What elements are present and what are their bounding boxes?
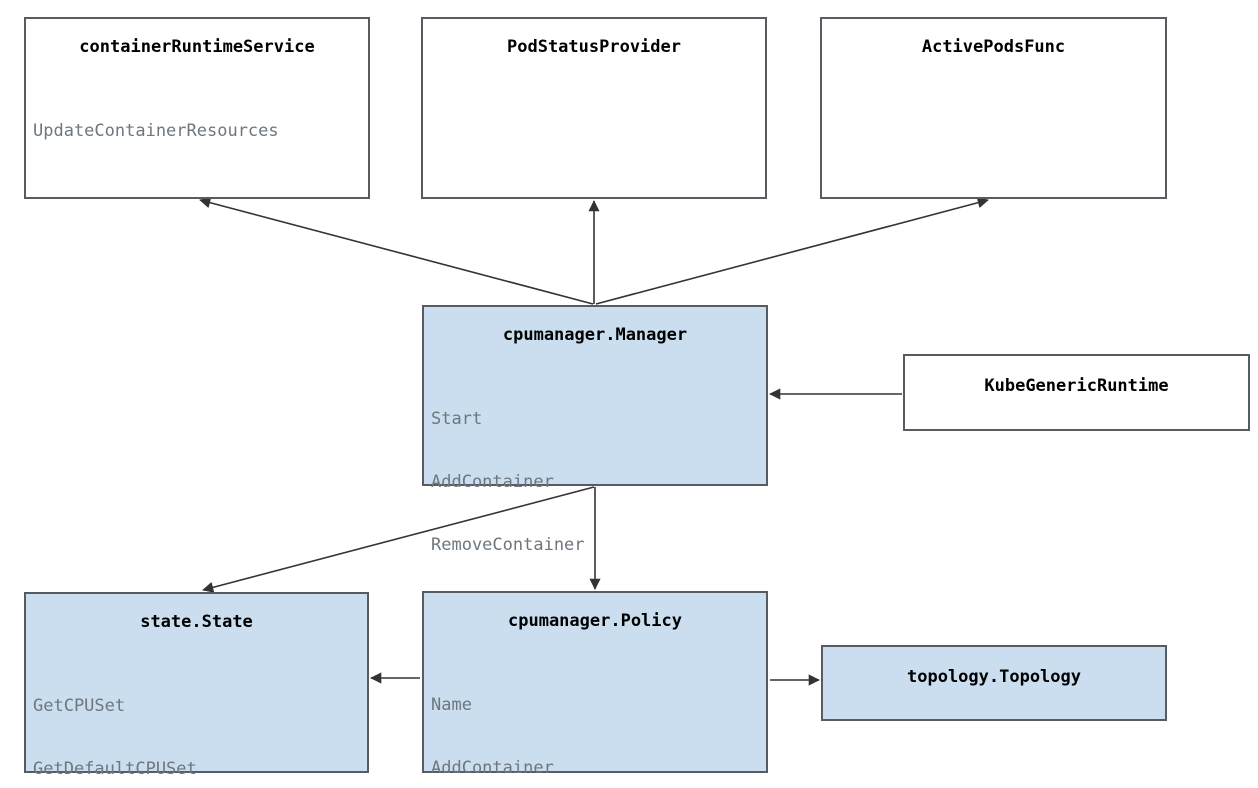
class-node-kube-generic-runtime[interactable]: KubeGenericRuntime	[903, 354, 1250, 431]
class-title: cpumanager.Policy	[508, 611, 682, 631]
class-member: UpdateContainerResources	[33, 121, 279, 141]
class-title: containerRuntimeService	[79, 37, 315, 57]
edge-manager-to-container-runtime-service	[199, 197, 594, 305]
class-members: UpdateContainerResources	[26, 57, 368, 184]
class-node-pod-status-provider[interactable]: PodStatusProvider	[421, 17, 767, 199]
class-title: PodStatusProvider	[507, 37, 681, 57]
class-member: GetCPUSet	[33, 696, 126, 716]
edge-manager-to-active-pods-func	[595, 197, 989, 305]
class-node-state-state[interactable]: state.State GetCPUSet GetDefaultCPUSet S…	[24, 592, 369, 779]
class-members	[822, 57, 1165, 79]
class-title: cpumanager.Manager	[502, 325, 688, 345]
class-members: Name AddContainer RemoveContainer	[424, 631, 766, 788]
class-node-topology-topology[interactable]: topology.Topology	[821, 645, 1167, 721]
class-node-active-pods-func[interactable]: ActivePodsFunc	[820, 17, 1167, 199]
class-members	[423, 57, 765, 79]
class-member: Name	[431, 695, 472, 715]
class-node-container-runtime-service[interactable]: containerRuntimeService UpdateContainerR…	[24, 17, 370, 199]
class-member: AddContainer	[431, 758, 554, 778]
class-member: Start	[431, 409, 483, 429]
class-node-cpumanager-policy[interactable]: cpumanager.Policy Name AddContainer Remo…	[422, 591, 768, 778]
class-members: GetCPUSet GetDefaultCPUSet SetCPUSet Set…	[26, 632, 367, 788]
class-title: topology.Topology	[907, 667, 1081, 687]
class-title: state.State	[140, 612, 253, 632]
class-title: ActivePodsFunc	[921, 37, 1066, 57]
class-node-cpumanager-manager[interactable]: cpumanager.Manager Start AddContainer Re…	[422, 305, 768, 618]
class-member: AddContainer	[431, 472, 554, 492]
class-title: KubeGenericRuntime	[984, 376, 1169, 396]
class-member: RemoveContainer	[431, 535, 585, 555]
class-member: GetDefaultCPUSet	[33, 759, 197, 779]
